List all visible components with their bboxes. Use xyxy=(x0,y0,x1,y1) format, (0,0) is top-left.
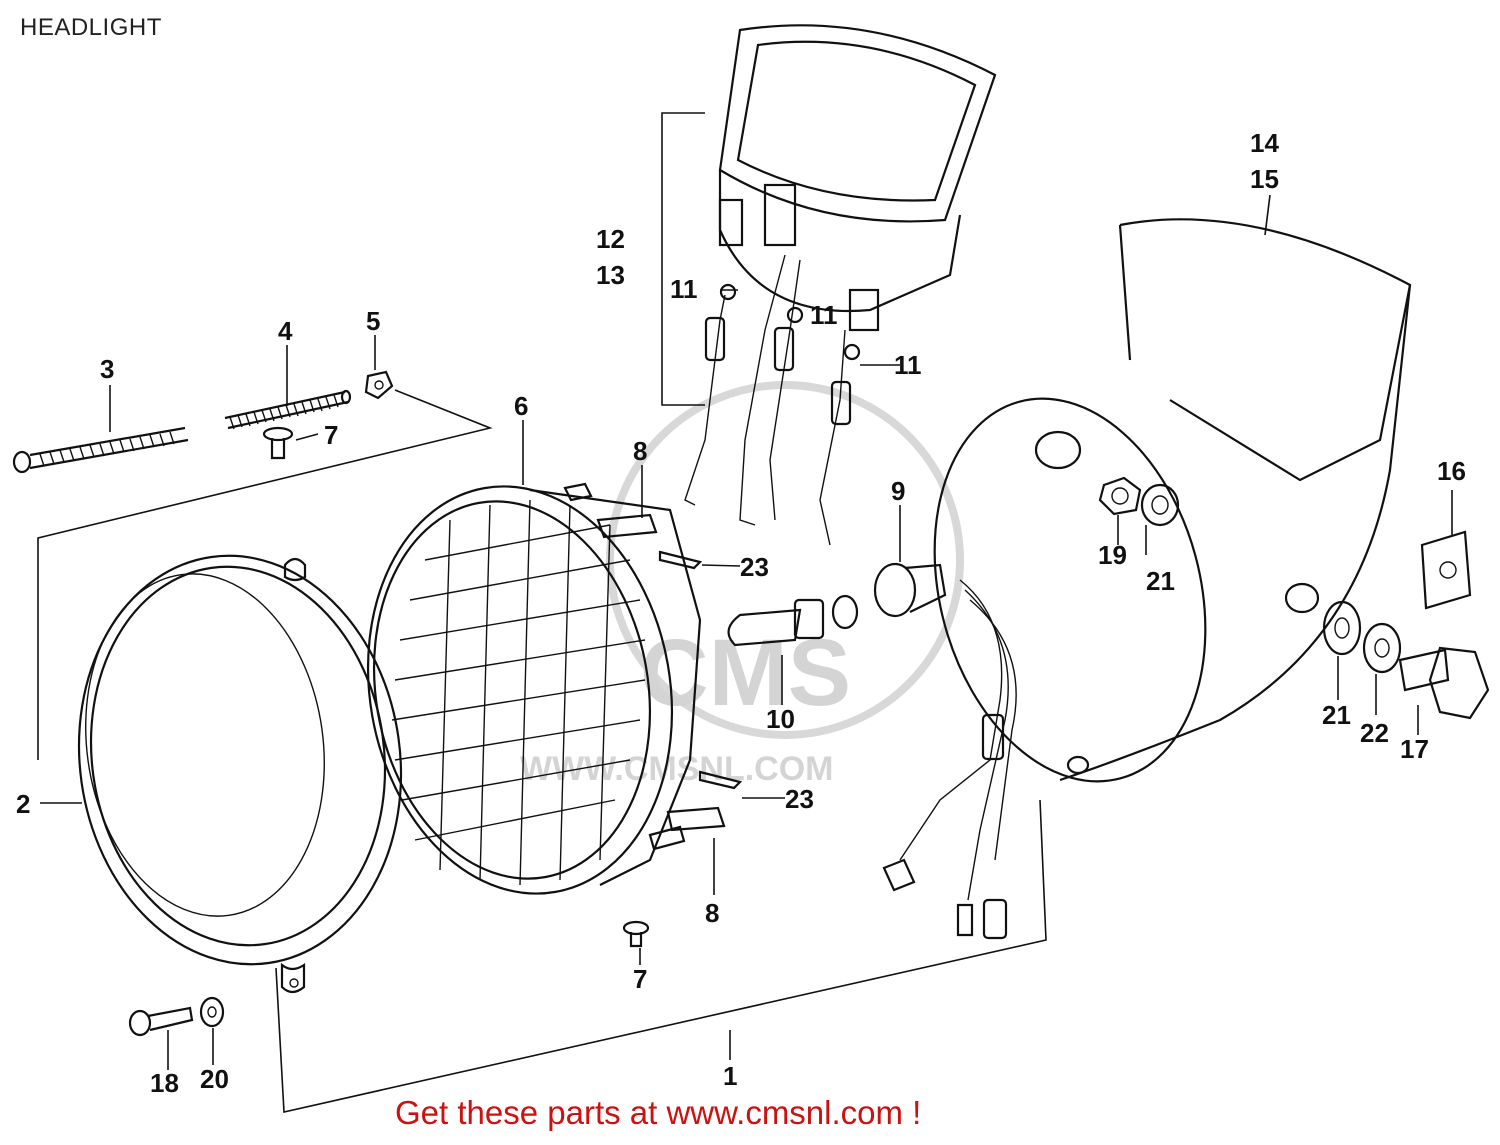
rim-ring-part-2 xyxy=(77,554,403,994)
clip-part-23-bottom xyxy=(698,770,743,790)
footer-parts-link[interactable]: Get these parts at www.cmsnl.com ! xyxy=(395,1094,922,1131)
washer-part-22 xyxy=(1362,622,1402,674)
headlight-unit-part-6 xyxy=(366,482,702,895)
bulb-part-10 xyxy=(727,594,859,647)
leader-lines xyxy=(40,194,1453,1070)
callout-10: 10 xyxy=(766,704,795,734)
callout-8-bottom: 8 xyxy=(705,898,719,928)
callout-23-bottom: 23 xyxy=(785,784,814,814)
socket-part-9 xyxy=(873,562,947,618)
callout-18: 18 xyxy=(150,1068,179,1098)
callout-11-b: 11 xyxy=(810,300,838,330)
callout-14: 14 xyxy=(1250,128,1279,158)
plate-part-16 xyxy=(1420,530,1472,610)
screw-part-7-bottom xyxy=(622,920,650,948)
leader-group-rim xyxy=(37,389,493,760)
callout-2: 2 xyxy=(16,789,30,819)
callout-23-top: 23 xyxy=(740,552,769,582)
bracket-part-8-bottom xyxy=(666,806,726,832)
washer-part-20 xyxy=(199,996,225,1028)
callout-labels: 3 4 5 7 6 8 23 9 10 11 11 11 12 13 14 15… xyxy=(16,128,1466,1098)
case-wires xyxy=(882,579,1017,940)
callout-15: 15 xyxy=(1250,164,1279,194)
callout-5: 5 xyxy=(366,306,380,336)
callout-21-lower: 21 xyxy=(1322,700,1351,730)
callout-20: 20 xyxy=(200,1064,229,1094)
callout-6: 6 xyxy=(514,391,528,421)
callout-13: 13 xyxy=(596,260,625,290)
callout-22: 22 xyxy=(1360,718,1389,748)
watermark: CMS WWW.CMSNL.COM xyxy=(520,381,964,788)
callout-12: 12 xyxy=(596,224,625,254)
spring-part-4 xyxy=(224,389,352,430)
washer-part-21-lower xyxy=(1322,600,1362,656)
nut-part-19 xyxy=(1098,476,1142,516)
callout-16: 16 xyxy=(1437,456,1466,486)
callout-7-top: 7 xyxy=(324,420,338,450)
nut-part-5 xyxy=(364,370,394,400)
bracket-part-8-top xyxy=(596,513,658,539)
callout-17: 17 xyxy=(1400,734,1429,764)
screw-part-7-top xyxy=(262,426,294,460)
leader-bracket-12-13 xyxy=(661,112,705,406)
page-title: HEADLIGHT xyxy=(20,14,162,41)
callout-11-c: 11 xyxy=(894,350,922,380)
callout-3: 3 xyxy=(100,354,114,384)
callout-21-upper: 21 xyxy=(1146,566,1175,596)
bolt-part-17 xyxy=(1398,646,1490,720)
speedometer-wires xyxy=(684,254,861,546)
clip-part-23-top xyxy=(658,550,703,570)
screw-part-3 xyxy=(12,426,189,474)
leader-bracket-1 xyxy=(275,799,1047,1113)
callout-4: 4 xyxy=(278,316,293,346)
washer-part-21-upper xyxy=(1140,483,1180,527)
callout-8-top: 8 xyxy=(633,436,647,466)
callout-1: 1 xyxy=(723,1061,737,1091)
headlight-case-part-14-15 xyxy=(933,218,1412,783)
callout-19: 19 xyxy=(1098,540,1127,570)
speedometer-part-12-13 xyxy=(718,24,997,332)
callout-7-bottom: 7 xyxy=(633,964,647,994)
watermark-url: WWW.CMSNL.COM xyxy=(520,750,834,788)
screw-part-18 xyxy=(128,1006,194,1037)
callout-9: 9 xyxy=(891,476,905,506)
callout-11-a: 11 xyxy=(670,274,698,304)
